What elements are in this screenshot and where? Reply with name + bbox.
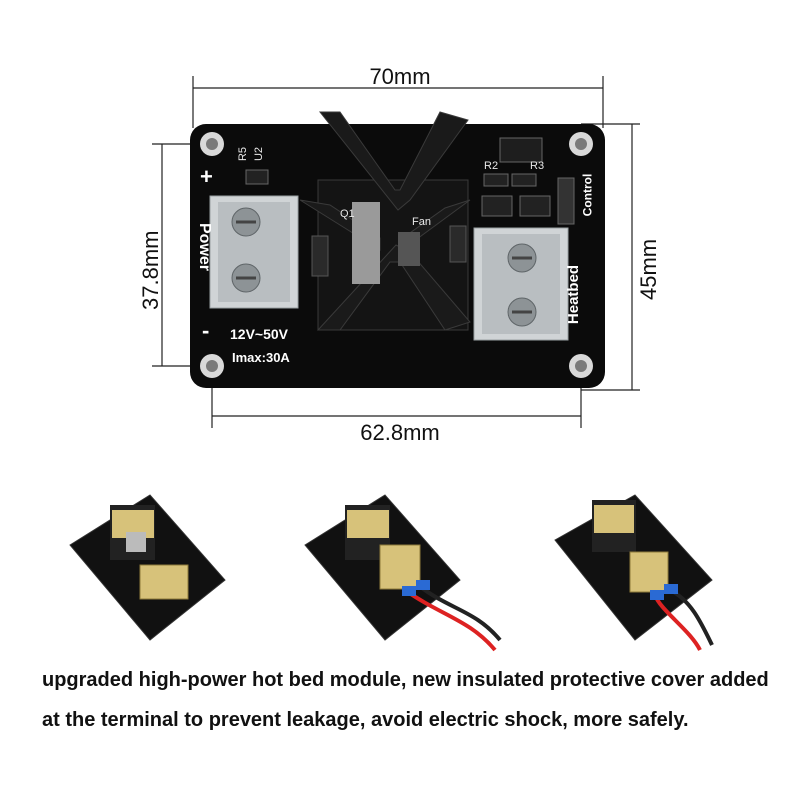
voltage-label: 12V~50V (230, 326, 288, 342)
dim-bottom-width: 62.8mm (360, 420, 440, 445)
thumbnail-1 (69, 494, 226, 641)
product-caption: upgraded high-power hot bed module, new … (42, 669, 769, 731)
fan-label: Fan (412, 216, 431, 228)
mosfet-q1 (352, 202, 380, 284)
q1-label: Q1 (340, 208, 355, 220)
dim-right-height: 45mm (636, 238, 661, 300)
current-label: Imax:30A (232, 350, 290, 365)
dim-top-width: 70mm (369, 64, 431, 89)
heatbed-terminal (473, 227, 569, 341)
control-label: Control (580, 173, 595, 217)
plus-mark: + (200, 164, 213, 189)
mounting-holes (200, 132, 593, 378)
power-label: Power (196, 222, 214, 272)
dimension-lines (152, 76, 640, 428)
minus-mark: - (202, 318, 210, 343)
r5-label: R5 (237, 146, 250, 162)
thumbnail-3 (554, 494, 714, 651)
r3-label: R3 (530, 160, 545, 172)
heatbed-label: Heatbed (565, 264, 583, 325)
r2-label: R2 (484, 160, 499, 172)
dim-left-height: 37.8mm (138, 230, 163, 310)
thumbnail-2 (304, 494, 502, 652)
smd-components (245, 137, 575, 225)
power-terminal (209, 195, 299, 309)
heatsink (299, 111, 471, 331)
fan-connector (398, 232, 420, 266)
u2-label: U2 (253, 146, 266, 162)
